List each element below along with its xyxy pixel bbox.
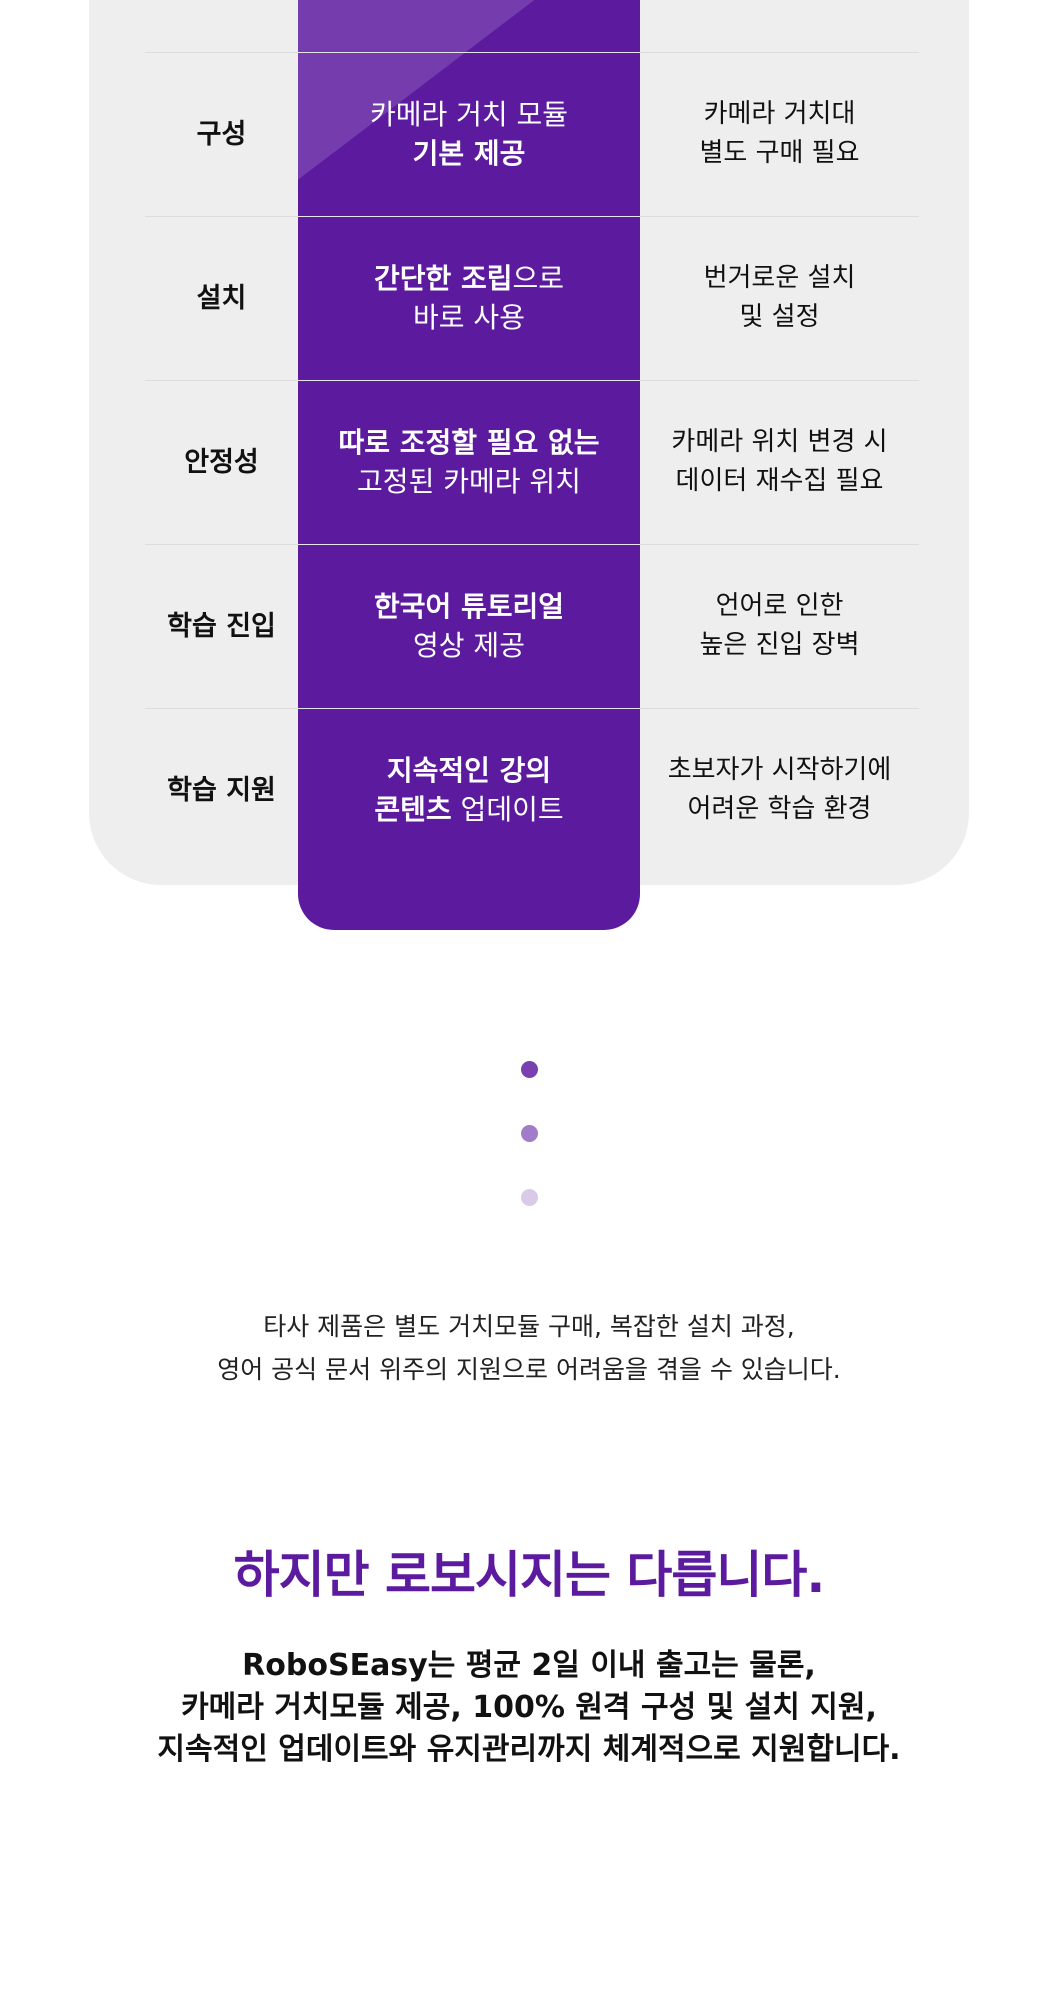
column-sheen bbox=[298, 0, 640, 930]
row-divider bbox=[145, 216, 919, 217]
comparison-row-composition: 구성 카메라 거치 모듈 기본 제공 카메라 거치대 별도 구매 필요 bbox=[145, 52, 919, 216]
roboseasy-cell-line: 지속적인 강의 bbox=[386, 754, 552, 787]
roboseasy-cell-regular: 업데이트 bbox=[451, 793, 564, 826]
competitor-cell: 초보자가 시작하기에 어려운 학습 환경 bbox=[640, 708, 919, 872]
roboseasy-cell-line: 간단한 조립으로 bbox=[374, 259, 564, 298]
summary-line: 지속적인 업데이트와 유지관리까지 체계적으로 지원합니다. bbox=[157, 1732, 901, 1767]
roboseasy-cell-line: 콘텐츠 업데이트 bbox=[374, 790, 563, 829]
description-line: 타사 제품은 별도 거치모듈 구매, 복잡한 설치 과정, bbox=[263, 1312, 795, 1341]
roboseasy-cell-line: 카메라 거치 모듈 bbox=[369, 98, 569, 131]
decor-dot-light bbox=[521, 1189, 538, 1206]
competitor-cell: 카메라 거치대 별도 구매 필요 bbox=[640, 52, 919, 216]
competitor-cell-line: 어려운 학습 환경 bbox=[687, 794, 872, 824]
roboseasy-cell-line: 기본 제공 bbox=[412, 137, 526, 170]
row-divider-highlight bbox=[298, 708, 640, 709]
competitor-cell: 카메라 위치 변경 시 데이터 재수집 필요 bbox=[640, 380, 919, 544]
competitor-cell-line: 별도 구매 필요 bbox=[699, 138, 860, 168]
comparison-row-learning-support: 학습 지원 지속적인 강의 콘텐츠 업데이트 초보자가 시작하기에 어려운 학습… bbox=[145, 708, 919, 872]
summary-line: 카메라 거치모듈 제공, 100% 원격 구성 및 설치 지원, bbox=[181, 1690, 877, 1725]
roboseasy-cell-bold: 콘텐츠 bbox=[374, 793, 452, 826]
comparison-row-stability: 안정성 따로 조정할 필요 없는 고정된 카메라 위치 카메라 위치 변경 시 … bbox=[145, 380, 919, 544]
decor-dot-dark bbox=[521, 1061, 538, 1078]
competitor-cell-line: 데이터 재수집 필요 bbox=[675, 466, 884, 496]
roboseasy-cell-line: 바로 사용 bbox=[413, 301, 525, 334]
description-line: 영어 공식 문서 위주의 지원으로 어려움을 겪을 수 있습니다. bbox=[217, 1355, 841, 1384]
roboseasy-cell-regular: 으로 bbox=[512, 262, 565, 295]
comparison-row-installation: 설치 간단한 조립으로 바로 사용 번거로운 설치 및 설정 bbox=[145, 216, 919, 380]
row-label: 안정성 bbox=[184, 446, 259, 478]
row-divider bbox=[145, 52, 919, 53]
roboseasy-cell: 간단한 조립으로 바로 사용 bbox=[298, 216, 640, 380]
summary-line: RoboSEasy는 평균 2일 이내 출고는 물론, bbox=[242, 1648, 816, 1683]
row-divider bbox=[145, 544, 919, 545]
row-divider-highlight bbox=[298, 544, 640, 545]
competitor-cell-line: 언어로 인한 bbox=[715, 591, 844, 621]
decor-dot-medium bbox=[521, 1125, 538, 1142]
roboseasy-cell: 카메라 거치 모듈 기본 제공 bbox=[298, 52, 640, 216]
section-headline: 하지만 로보시지는 다릅니다. bbox=[233, 1546, 826, 1604]
row-divider-highlight bbox=[298, 216, 640, 217]
roboseasy-cell-bold: 간단한 조립 bbox=[373, 262, 513, 295]
competitor-cell-line: 높은 진입 장벽 bbox=[699, 630, 860, 660]
roboseasy-cell: 따로 조정할 필요 없는 고정된 카메라 위치 bbox=[298, 380, 640, 544]
row-label: 설치 bbox=[196, 282, 247, 314]
row-divider-highlight bbox=[298, 380, 640, 381]
competitor-cell-line: 번거로운 설치 bbox=[703, 263, 856, 293]
row-divider-highlight bbox=[298, 52, 640, 53]
competitor-description: 타사 제품은 별도 거치모듈 구매, 복잡한 설치 과정, 영어 공식 문서 위… bbox=[0, 1305, 1058, 1391]
row-divider bbox=[145, 708, 919, 709]
roboseasy-column-highlight bbox=[298, 0, 640, 930]
roboseasy-cell-line: 따로 조정할 필요 없는 bbox=[338, 426, 600, 459]
roboseasy-cell-line: 한국어 튜토리얼 bbox=[373, 590, 565, 623]
roboseasy-cell: 지속적인 강의 콘텐츠 업데이트 bbox=[298, 708, 640, 872]
roboseasy-cell: 한국어 튜토리얼 영상 제공 bbox=[298, 544, 640, 708]
row-divider bbox=[145, 380, 919, 381]
competitor-cell-line: 카메라 위치 변경 시 bbox=[671, 427, 888, 457]
row-label: 학습 지원 bbox=[167, 774, 276, 806]
competitor-cell-line: 카메라 거치대 bbox=[703, 99, 856, 129]
competitor-cell: 언어로 인한 높은 진입 장벽 bbox=[640, 544, 919, 708]
competitor-cell-line: 및 설정 bbox=[739, 302, 820, 332]
benefit-summary: RoboSEasy는 평균 2일 이내 출고는 물론, 카메라 거치모듈 제공,… bbox=[0, 1645, 1058, 1771]
row-label: 학습 진입 bbox=[167, 610, 276, 642]
row-label: 구성 bbox=[196, 118, 247, 150]
comparison-row-learning-entry: 학습 진입 한국어 튜토리얼 영상 제공 언어로 인한 높은 진입 장벽 bbox=[145, 544, 919, 708]
roboseasy-cell-line: 고정된 카메라 위치 bbox=[357, 465, 581, 498]
competitor-cell-line: 초보자가 시작하기에 bbox=[667, 755, 892, 785]
competitor-cell: 번거로운 설치 및 설정 bbox=[640, 216, 919, 380]
roboseasy-cell-line: 영상 제공 bbox=[413, 629, 525, 662]
